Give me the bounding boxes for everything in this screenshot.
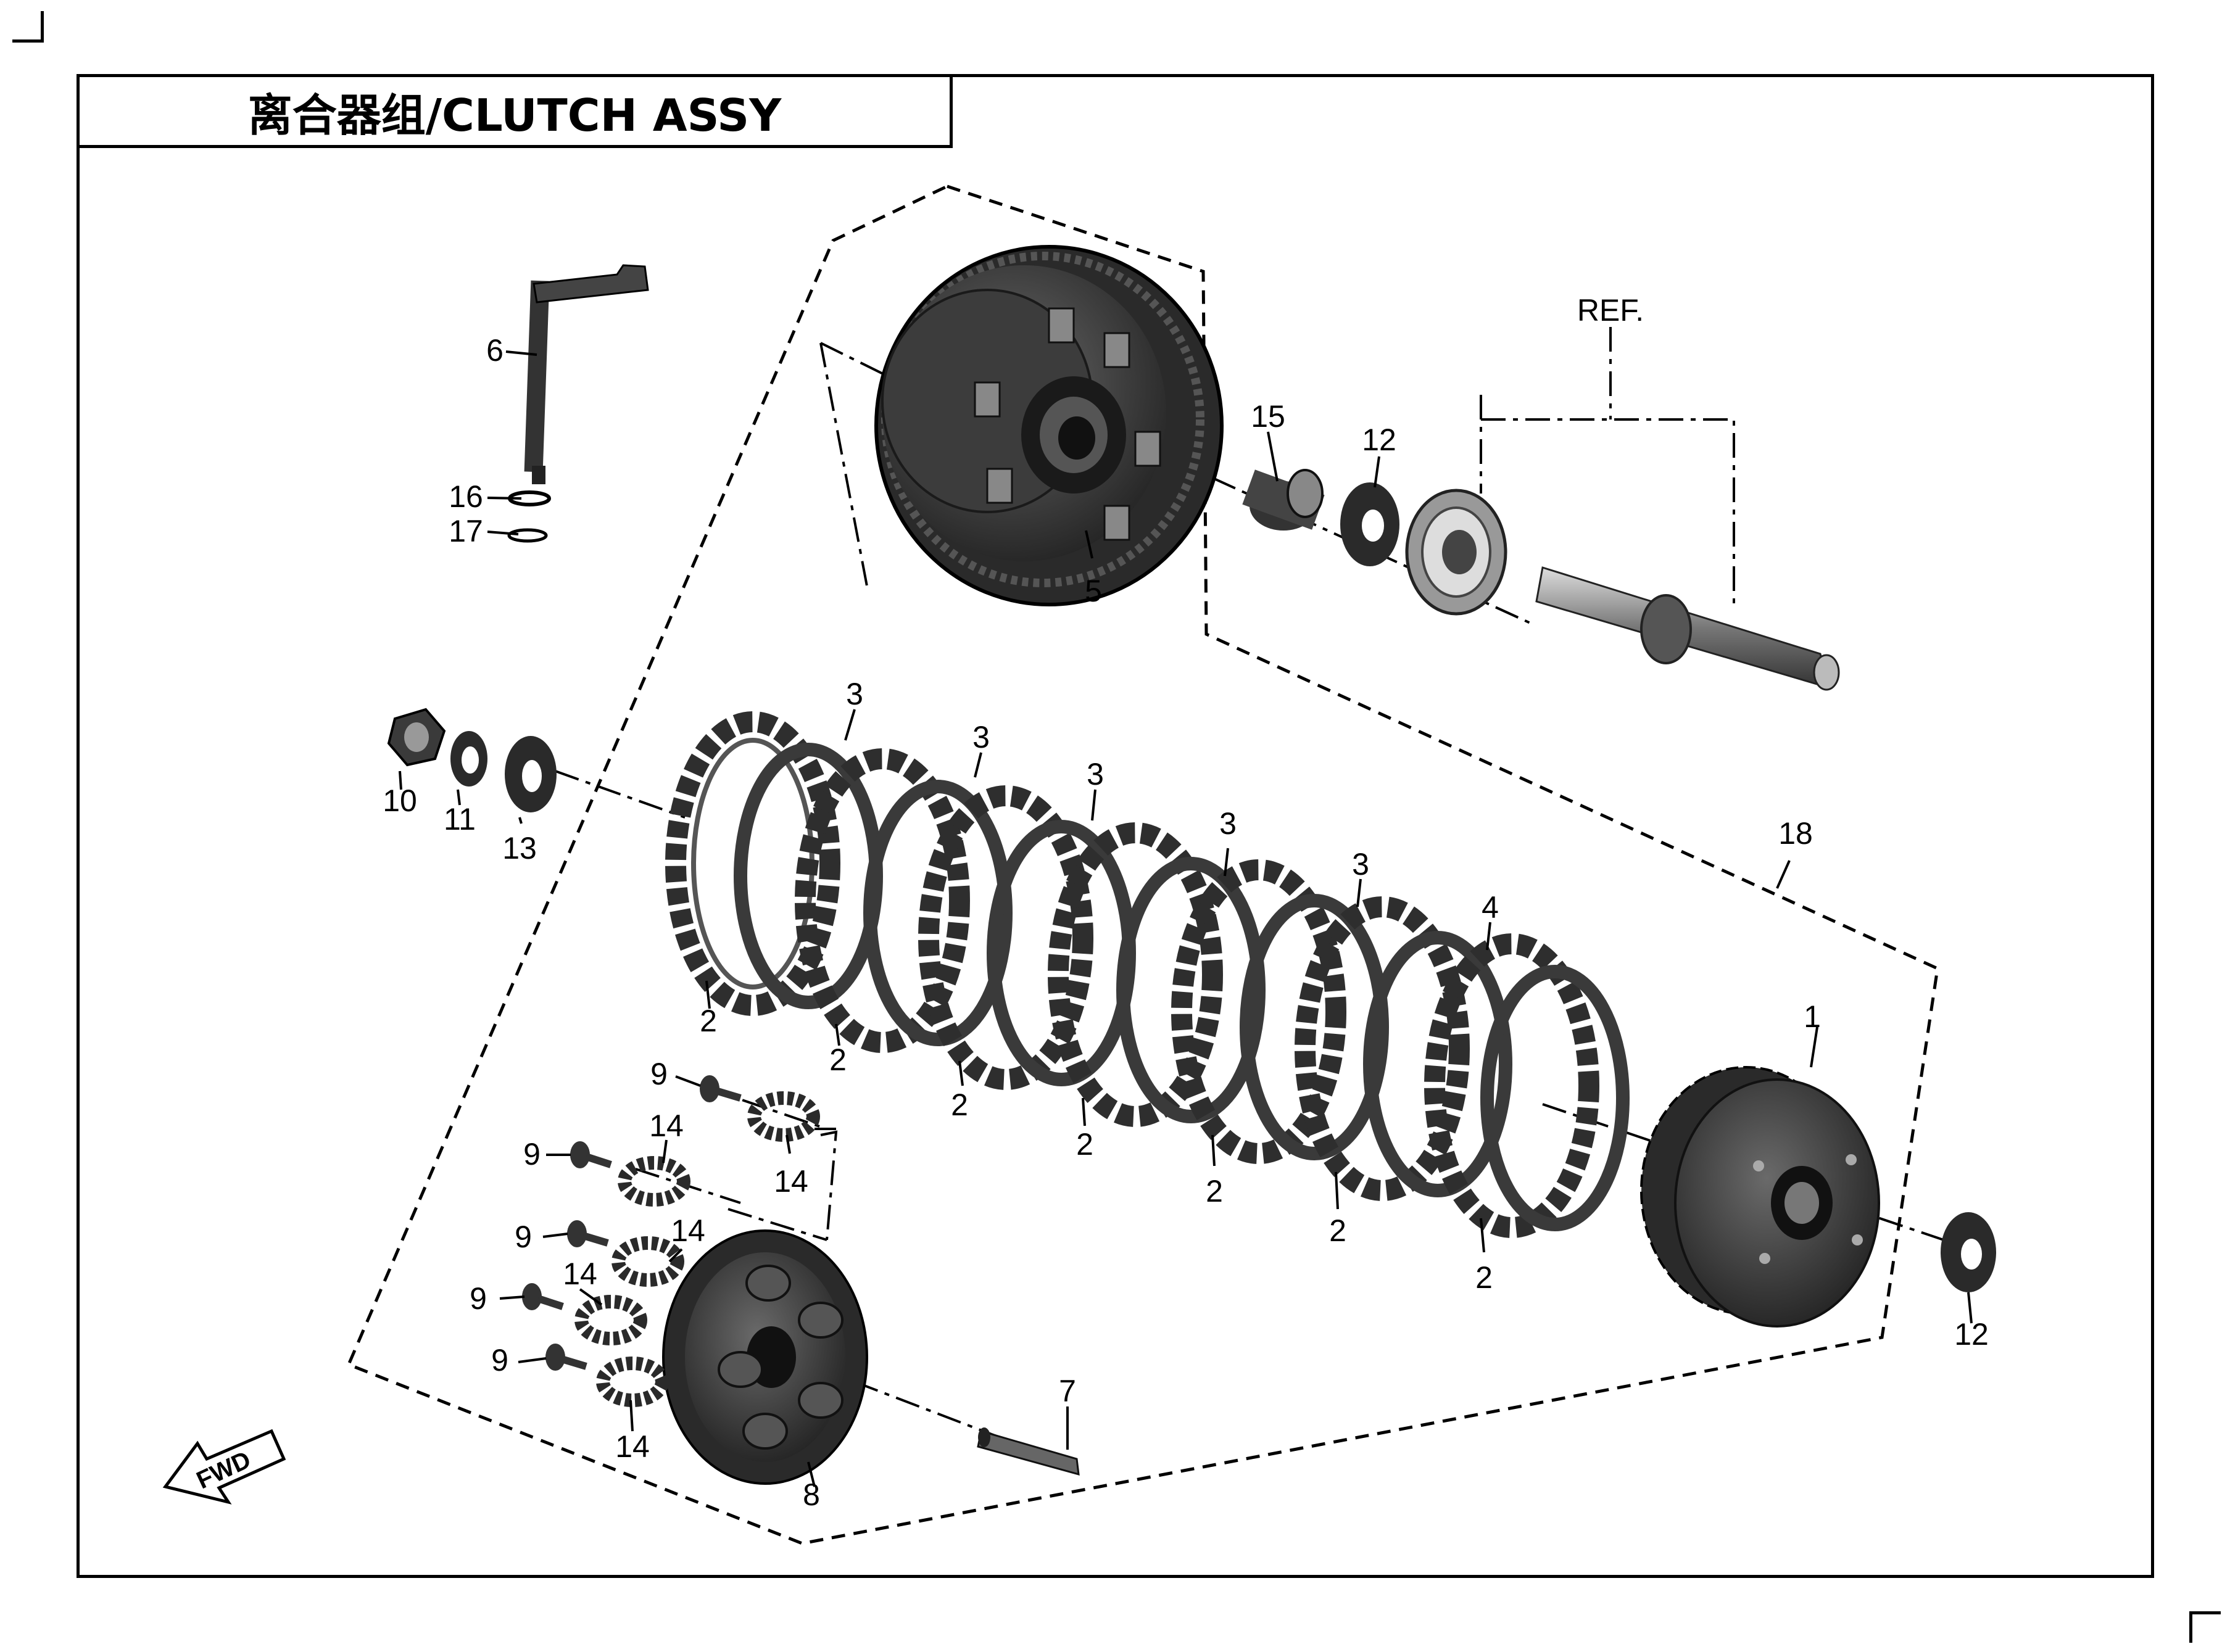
friction-plate [1424, 933, 1599, 1238]
callout-1: 1 [1804, 999, 1821, 1034]
callout-9b: 9 [523, 1137, 541, 1171]
forward-arrow-icon: FWD [162, 1429, 286, 1505]
bolt-9 [545, 1344, 587, 1371]
clutch-plate-stack [665, 711, 1630, 1238]
page-title: 离合器组/CLUTCH ASSY [247, 89, 782, 141]
steel-plate [1116, 857, 1266, 1123]
callout-labels: 6 16 17 15 12 5 REF. 10 11 13 3 3 3 3 3 … [383, 293, 1989, 1512]
clutch-spring-14 [574, 1295, 647, 1345]
bolt-9 [700, 1075, 742, 1102]
callout-2a: 2 [700, 1004, 717, 1038]
callout-6: 6 [486, 333, 504, 368]
callout-4: 4 [1482, 890, 1499, 925]
diagram-frame [77, 74, 2154, 1578]
callout-3e: 3 [1352, 847, 1369, 882]
callout-5: 5 [1085, 574, 1102, 608]
callout-2f: 2 [1329, 1213, 1346, 1248]
callout-10: 10 [383, 783, 417, 818]
callout-14b: 14 [774, 1164, 808, 1199]
callout-12-lower: 12 [1954, 1317, 1989, 1352]
callout-2d: 2 [1076, 1127, 1093, 1162]
callout-18: 18 [1778, 816, 1813, 851]
callout-2g: 2 [1475, 1260, 1493, 1295]
callout-14e: 14 [615, 1429, 650, 1464]
callout-3d: 3 [1219, 806, 1237, 841]
steel-plate [1363, 931, 1512, 1197]
callout-3b: 3 [972, 720, 990, 754]
callout-2b: 2 [829, 1043, 847, 1077]
friction-plate [1048, 822, 1223, 1127]
steel-plate [1480, 965, 1630, 1231]
title-box: 离合器组/CLUTCH ASSY [77, 74, 953, 148]
callout-13: 13 [502, 831, 537, 865]
bolt-9 [522, 1283, 564, 1310]
bearing-ref [1405, 489, 1507, 616]
callout-ref: REF. [1577, 293, 1644, 328]
steel-plate [863, 780, 1013, 1046]
leader-lines [399, 327, 1973, 1487]
callout-12-upper: 12 [1362, 423, 1396, 457]
friction-plate [918, 785, 1093, 1090]
callout-16: 16 [449, 479, 483, 514]
friction-plate [1295, 896, 1470, 1201]
callout-8: 8 [803, 1477, 820, 1512]
callout-14c: 14 [671, 1213, 705, 1248]
washer-12-lower [1941, 1212, 1996, 1292]
friction-plate [1171, 859, 1346, 1164]
bushing-15 [1242, 469, 1325, 531]
main-shaft-ref [1535, 566, 1840, 691]
clutch-spring-14 [596, 1357, 669, 1407]
washer-13 [505, 736, 557, 812]
callout-2c: 2 [951, 1088, 968, 1122]
clutch-outer-gear-5 [874, 245, 1224, 606]
callout-3a: 3 [846, 677, 863, 711]
washer-11 [450, 731, 487, 787]
callout-14a: 14 [649, 1109, 684, 1143]
callout-17: 17 [449, 514, 483, 548]
bolt-9 [570, 1141, 612, 1168]
callout-7: 7 [1059, 1374, 1076, 1408]
clutch-lever-shaft [524, 264, 649, 484]
lock-nut-10 [387, 708, 446, 767]
callout-9d: 9 [470, 1281, 487, 1316]
callout-9a: 9 [650, 1057, 668, 1091]
clutch-spring-14 [611, 1236, 684, 1287]
washer-12-upper [1340, 482, 1399, 566]
washer-17 [507, 528, 548, 543]
callout-9e: 9 [491, 1343, 508, 1377]
bolt-9 [567, 1220, 609, 1247]
callout-9c: 9 [515, 1220, 532, 1254]
callout-11: 11 [444, 802, 476, 836]
crop-mark-top-left [12, 11, 44, 43]
crop-mark-bottom-right [2189, 1611, 2221, 1643]
clutch-hub-1 [1640, 1066, 1880, 1328]
push-rod-7 [977, 1427, 1080, 1476]
callout-3c: 3 [1087, 757, 1104, 791]
friction-plate [795, 748, 970, 1053]
steel-plate [1240, 894, 1389, 1160]
callout-14d: 14 [563, 1257, 597, 1291]
clutch-spring-14 [618, 1156, 690, 1207]
callout-2e: 2 [1206, 1174, 1223, 1208]
pressure-plate-8 [662, 1229, 868, 1485]
callout-15: 15 [1251, 399, 1285, 434]
clutch-spring-14 [747, 1091, 820, 1142]
